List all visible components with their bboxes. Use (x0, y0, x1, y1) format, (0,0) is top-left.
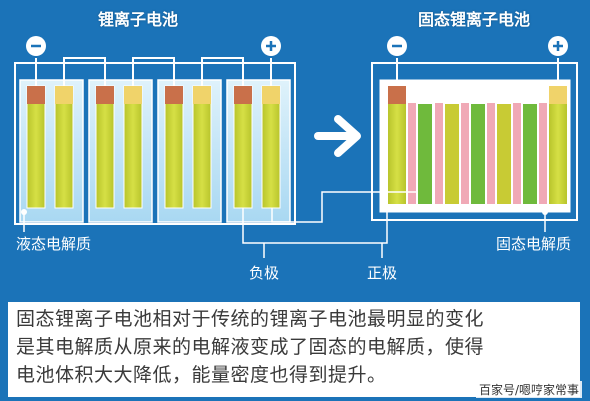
positive-electrode-label: 正极 (367, 264, 398, 282)
solid-anode-layer (497, 104, 511, 204)
solid-battery-title: 固态锂离子电池 (418, 10, 531, 29)
liquid-cell (157, 79, 222, 223)
solid-battery (371, 36, 578, 232)
solid-cathode-layer (471, 104, 485, 204)
solid-electrolyte-layer (435, 103, 443, 204)
liquid-cell (88, 79, 153, 223)
solid-electrolyte-layer (513, 103, 521, 204)
negative-electrode-label: 负极 (249, 264, 280, 282)
arrow-right-icon (314, 115, 361, 157)
solid-electrolyte-layer (539, 103, 547, 204)
minus-terminal-icon (387, 36, 407, 56)
liquid-cell (226, 79, 291, 223)
liquid-electrolyte-label: 液态电解质 (16, 235, 92, 253)
watermark: 百家号/嗯哼家常事 (475, 381, 582, 398)
explanation-line: 固态锂离子电池相对于传统的锂离子电池最明显的变化 (16, 308, 485, 330)
liquid-battery-title: 锂离子电池 (98, 10, 179, 29)
solid-cathode-layer (418, 104, 432, 204)
solid-cathode-layer (523, 104, 537, 204)
solid-electrolyte-label: 固态电解质 (496, 235, 572, 253)
liquid-battery (14, 36, 296, 232)
solid-anode-layer (445, 104, 459, 204)
solid-battery-casing (371, 62, 578, 221)
explanation-line: 电池体积大大降低，能量密度也得到提升。 (16, 364, 387, 386)
solid-anode-layer (388, 86, 406, 204)
solid-cathode-collector (549, 86, 567, 204)
solid-electrolyte-layer (461, 103, 469, 204)
explanation-line: 是其电解质从原来的电解液变成了固态的电解质，使得 (16, 336, 485, 358)
plus-terminal-icon (548, 36, 568, 56)
series-wires (35, 57, 272, 86)
liquid-battery-casing (14, 62, 296, 225)
solid-electrolyte-layer (487, 103, 495, 204)
solid-electrolyte-layer (408, 103, 416, 204)
negative-leader-lines (242, 204, 388, 258)
plus-terminal-icon (261, 36, 281, 56)
liquid-cell (19, 79, 84, 223)
minus-terminal-icon (26, 36, 46, 56)
positive-leader-lines (271, 191, 418, 258)
